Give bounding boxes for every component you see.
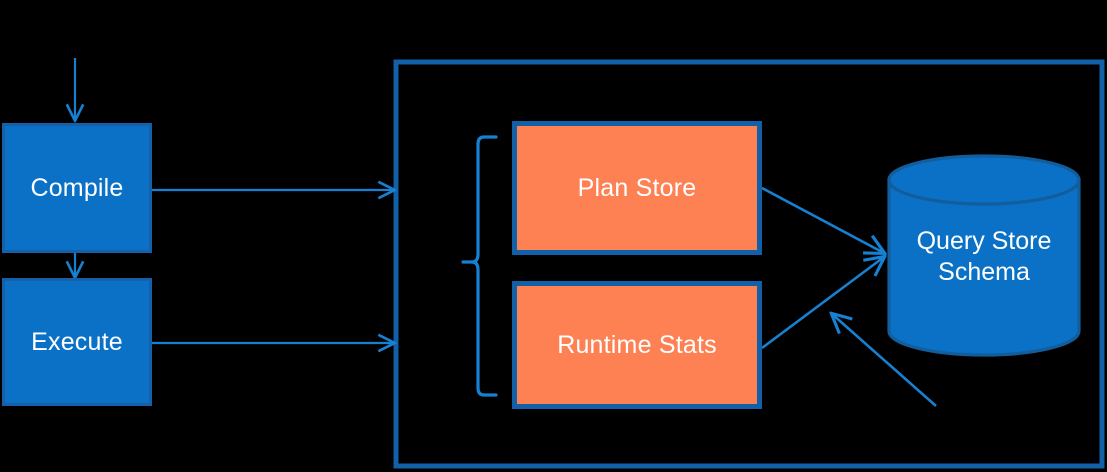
node-plan-store[interactable]: Plan Store	[512, 121, 762, 255]
node-compile-label: Compile	[30, 173, 124, 202]
query-store-container-outline	[393, 59, 1105, 469]
node-execute[interactable]: Execute	[2, 278, 152, 406]
node-runtime-stats-label: Runtime Stats	[557, 330, 717, 359]
node-execute-label: Execute	[31, 327, 123, 356]
node-plan-store-label: Plan Store	[577, 173, 697, 202]
arrow-runtime-stats-to-schema	[761, 257, 884, 350]
node-runtime-stats[interactable]: Runtime Stats	[512, 281, 762, 409]
store-group-bracket	[471, 135, 498, 397]
arrow-plan-store-to-schema	[761, 186, 884, 253]
arrow-external-to-schema	[832, 314, 937, 407]
query-store-schema-cylinder	[887, 154, 1081, 357]
node-compile[interactable]: Compile	[2, 123, 152, 253]
